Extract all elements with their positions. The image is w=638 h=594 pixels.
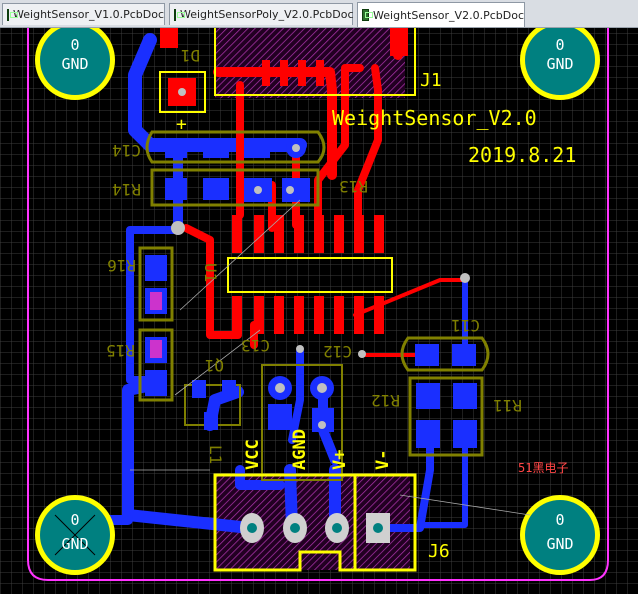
tab-weightsensor-v1[interactable]: WeightSensor_V1.0.PcbDoc — [2, 3, 165, 25]
thermal-relief-mark — [54, 514, 96, 556]
mount-hole-top-left[interactable]: 0 GND — [35, 28, 115, 100]
pcb-document-icon — [362, 9, 374, 21]
watermark-text: 51黑电子 — [518, 461, 568, 475]
pcb-document-icon — [7, 8, 19, 21]
r15-r16-pads — [145, 255, 167, 396]
mount-hole-net: 0 — [555, 511, 564, 529]
board-outline — [27, 28, 609, 581]
designator-q1: Q1 — [205, 356, 224, 375]
c14-r14-pads — [165, 138, 310, 235]
c14-silkscreen — [145, 130, 326, 164]
c11-r11-r12-pads — [415, 273, 477, 448]
designator-u1: U1 — [201, 263, 220, 282]
pin-label-vminus: V- — [373, 450, 393, 470]
j6-pads — [240, 513, 390, 543]
designator-r12: R12 — [371, 391, 400, 410]
designator-j6: J6 — [428, 541, 450, 562]
tab-label: WeightSensor_V1.0.PcbDoc — [13, 8, 164, 21]
designator-j1: J1 — [420, 70, 442, 91]
r16-silkscreen — [138, 246, 174, 322]
silk-plus-mark: + — [176, 114, 187, 135]
designator-r14: R14 — [112, 180, 141, 199]
pcb-canvas[interactable]: 0 GND 0 GND 0 GND 0 GND WeightSensor_V2.… — [0, 28, 638, 594]
mount-hole-bottom-right[interactable]: 0 GND — [520, 495, 600, 575]
j1-pads — [160, 28, 408, 86]
d1-silkscreen — [159, 71, 206, 113]
pin-label-agnd: AGND — [290, 429, 310, 470]
mount-hole-label: GND — [546, 55, 573, 73]
designator-c12: C12 — [323, 342, 352, 361]
q1-silkscreen — [184, 384, 241, 426]
designator-r13: R13 — [339, 177, 368, 196]
mount-hole-net: 0 — [555, 36, 564, 54]
document-tab-bar: WeightSensor_V1.0.PcbDoc WeightSensorPol… — [0, 0, 638, 28]
designator-l1: L1 — [206, 445, 225, 464]
designator-c14: C14 — [112, 141, 141, 160]
mount-hole-label: GND — [61, 535, 88, 553]
mount-hole-top-right[interactable]: 0 GND — [520, 28, 600, 100]
mount-hole-net: 0 — [70, 36, 79, 54]
tab-label: WeightSensorPoly_V2.0.PcbDoc — [180, 8, 354, 21]
designator-d1: D1 — [181, 46, 200, 65]
r11-r12-silkscreen — [408, 376, 484, 457]
u1-pads — [232, 215, 384, 334]
mount-hole-label: GND — [546, 535, 573, 553]
r15-silkscreen — [138, 328, 174, 402]
board-date: 2019.8.21 — [468, 143, 576, 167]
c11-silkscreen — [400, 336, 490, 372]
tab-label: WeightSensor_V2.0.PcbDoc — [373, 8, 524, 22]
board-title: WeightSensor_V2.0 — [332, 106, 537, 130]
q1-pads — [192, 380, 236, 430]
d1-via — [178, 88, 186, 96]
c12-c13-pads — [268, 345, 366, 432]
j1-silkscreen — [214, 28, 416, 96]
u1-silkscreen — [227, 257, 393, 293]
c12-c13-silkscreen — [261, 364, 343, 481]
mount-hole-label: GND — [61, 55, 88, 73]
tab-weightsensor-v2[interactable]: WeightSensor_V2.0.PcbDoc — [357, 2, 525, 27]
designator-r15: R15 — [106, 341, 135, 360]
designator-c13: C13 — [241, 336, 270, 355]
r14-silkscreen — [150, 168, 320, 207]
designator-c11: C11 — [451, 316, 480, 335]
ratsnest-lines — [130, 199, 531, 516]
mount-hole-bottom-left[interactable]: 0 GND — [35, 495, 115, 575]
tab-weightsensorpoly-v2[interactable]: WeightSensorPoly_V2.0.PcbDoc — [169, 3, 354, 25]
pin-label-vplus: V+ — [330, 450, 350, 470]
pin-label-vcc: VCC — [243, 439, 263, 470]
designator-r16: R16 — [107, 256, 136, 275]
mount-hole-net: 0 — [70, 511, 79, 529]
pcb-document-icon — [174, 8, 185, 21]
j1-keepout-area — [215, 28, 405, 98]
designator-r11: R11 — [493, 396, 522, 415]
j6-silkscreen — [213, 473, 417, 572]
